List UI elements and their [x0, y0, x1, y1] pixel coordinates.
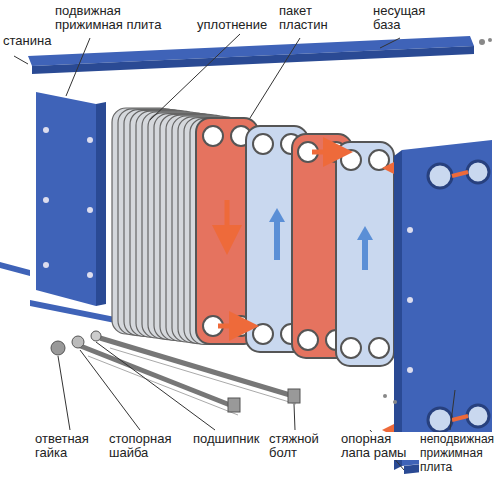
plate-cold [336, 142, 394, 366]
part-label: стопорная шайба [108, 432, 188, 460]
leader-line [14, 34, 455, 470]
part-label: уплотнение [196, 18, 268, 32]
fixed-plate-side [394, 150, 402, 470]
carrying-bar-side [32, 46, 474, 74]
part-label: несущая база [372, 4, 444, 32]
guide-bar [30, 300, 120, 324]
part-label: опорная лапа рамы [340, 432, 420, 460]
part-label: ответная гайка [34, 432, 106, 460]
movable-plate-side [96, 102, 106, 306]
part-label: пакет пластин [278, 4, 360, 32]
part-label: стяжной болт [268, 432, 340, 460]
fixed-pressure-plate [402, 140, 492, 466]
part-label: подшипник [192, 432, 260, 446]
part-label: станина [2, 34, 52, 48]
tightening-bolt [78, 338, 296, 415]
movable-pressure-plate [36, 92, 96, 306]
guide-bar [0, 262, 30, 276]
nut [51, 331, 300, 412]
part-label: неподвижная прижимная плита [419, 432, 497, 474]
part-label: подвижная прижимная плита [54, 4, 166, 32]
